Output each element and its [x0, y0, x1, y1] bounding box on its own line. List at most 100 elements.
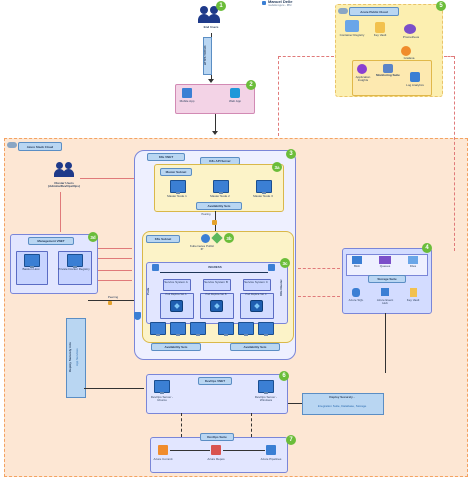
- deploy-left-label: Deploy Securely into: [68, 342, 72, 372]
- apps-panel: [175, 84, 255, 114]
- badge-3d: 3d: [88, 232, 98, 242]
- replica-b-label: Pod Replica Set B: [205, 293, 227, 296]
- ingress-icon: [152, 264, 159, 271]
- registry-label: Private Docker Registry: [58, 267, 90, 271]
- devops-down-1: [181, 413, 182, 437]
- k8s-pods-label: Pods: [146, 287, 150, 295]
- master-node-1-icon: [170, 180, 186, 194]
- devops-item-2: Azure Pipelines: [260, 457, 282, 461]
- devops-item-0: Azure Commit: [153, 457, 173, 461]
- monitoring-suite-icon: [383, 64, 393, 73]
- arrow-head: [208, 79, 214, 83]
- deploy-left-line: [84, 388, 144, 389]
- mgmt-arrow-1: [98, 248, 132, 249]
- storage-link-2: [298, 296, 340, 297]
- devops-windows-label: DevOps Server - Windows: [254, 395, 278, 403]
- sql-icon: [352, 288, 360, 297]
- storage-down-line: [385, 313, 386, 373]
- badge-3b: 3b: [224, 233, 234, 243]
- ingress-bar: [160, 272, 268, 273]
- pod-icon: [170, 300, 183, 312]
- devops-ubuntu-label: DevOps Server - Ubuntu: [150, 395, 174, 403]
- grafana-icon: [401, 46, 411, 56]
- insights-icon: [357, 64, 367, 74]
- service-c-label: Service System C: [244, 280, 268, 284]
- users-icon: [198, 6, 222, 24]
- mgmt-peering-line: [88, 300, 134, 301]
- worker-node-icon: [218, 322, 234, 336]
- replica-a-label: Pod Replica Set A: [165, 293, 187, 296]
- service-a-box: [163, 279, 191, 291]
- registry-icon: [67, 254, 83, 268]
- storage-item-4: Azure Event Hub: [376, 298, 394, 306]
- blob-icon: [352, 256, 362, 264]
- cluster-users-down: [60, 192, 61, 232]
- master-subnet-title: Master Subnet: [160, 168, 192, 176]
- devops-item-1: Azure Repos: [207, 457, 225, 461]
- storage-item-1: Queues: [379, 264, 391, 268]
- deploy-left-box: [66, 318, 86, 398]
- web-app-icon: [230, 88, 240, 98]
- files-icon: [408, 256, 418, 264]
- storage-item-2: Files: [409, 264, 417, 268]
- cloud-icon: [7, 142, 17, 148]
- pod-icon: [210, 300, 223, 312]
- availability-sets-right: Availability Sets: [230, 343, 280, 351]
- cluster-users-line: [80, 178, 134, 179]
- devops-suite-title: DevOps Suite: [200, 433, 234, 441]
- public-link-vertical: [278, 56, 279, 136]
- bastion-label: Bastion Host: [22, 267, 40, 271]
- badge-4: 4: [422, 243, 432, 253]
- mgmt-arrow-2: [98, 258, 132, 259]
- cloud-icon: [338, 8, 348, 14]
- worker-node-icon: [190, 322, 206, 336]
- storage-item-0: Blob: [353, 264, 360, 268]
- shield-icon: [134, 312, 141, 320]
- arrow-head: [212, 131, 218, 135]
- public-item-4: Grafana: [403, 56, 415, 60]
- author-name: Manuel Delle: [268, 0, 293, 4]
- deploy-right-sub: Integration Suite, Database, Storage: [317, 404, 367, 408]
- worker-node-icon: [258, 322, 274, 336]
- badge-5: 5: [436, 1, 446, 11]
- worker-node-icon: [150, 322, 166, 336]
- badge-3: 3: [286, 149, 296, 159]
- badge-3a: 3a: [272, 162, 282, 172]
- monitoring-icon: [404, 24, 416, 34]
- public-item-0: Container Registry: [339, 33, 365, 37]
- devops-down-2: [251, 413, 252, 437]
- mgmt-peering-label: Peering: [107, 295, 119, 299]
- worker-node-icon: [170, 322, 186, 336]
- public-item-2: Monitoring Suite: [376, 73, 400, 77]
- repos-icon: [211, 445, 221, 455]
- pipelines-icon: [266, 445, 276, 455]
- k8s-vnet-title: K8s VNET: [147, 153, 185, 161]
- worker-node-icon: [238, 322, 254, 336]
- public-item-1: Key Vault: [373, 33, 387, 37]
- badge-1: 1: [216, 1, 226, 11]
- deploy-left-sub: App Services: [75, 348, 79, 366]
- k8s-peering-label: Peering: [201, 213, 211, 216]
- end-users-label: End Users: [203, 25, 219, 29]
- badge-3c: 3c: [280, 258, 290, 268]
- kubernetes-ip-icon: [201, 234, 210, 243]
- devops-link: [288, 403, 302, 404]
- bastion-icon: [24, 254, 40, 268]
- master-node-2-icon: [213, 180, 229, 194]
- lock-icon: [212, 220, 217, 225]
- event-hub-icon: [381, 288, 389, 296]
- queues-icon: [379, 256, 391, 264]
- public-item-6: Log Analytics: [406, 83, 424, 87]
- storage-link-1: [298, 268, 340, 269]
- devops-vnet-title: DevOps VNET: [198, 377, 232, 385]
- protocol-text: HTTPS TCP/443: [204, 45, 207, 65]
- service-a-label: Service System A: [164, 280, 188, 284]
- replica-b-box: [200, 293, 234, 319]
- ingress-label: INGRESS: [208, 265, 222, 269]
- public-link-right: [444, 56, 454, 57]
- devops-suite-panel: [150, 437, 288, 473]
- author-subtitle: medellemgure - IBM: [268, 4, 292, 7]
- service-c-box: [243, 279, 271, 291]
- storage-item-5: Key Vault: [406, 298, 420, 302]
- master-node-3-icon: [256, 180, 272, 194]
